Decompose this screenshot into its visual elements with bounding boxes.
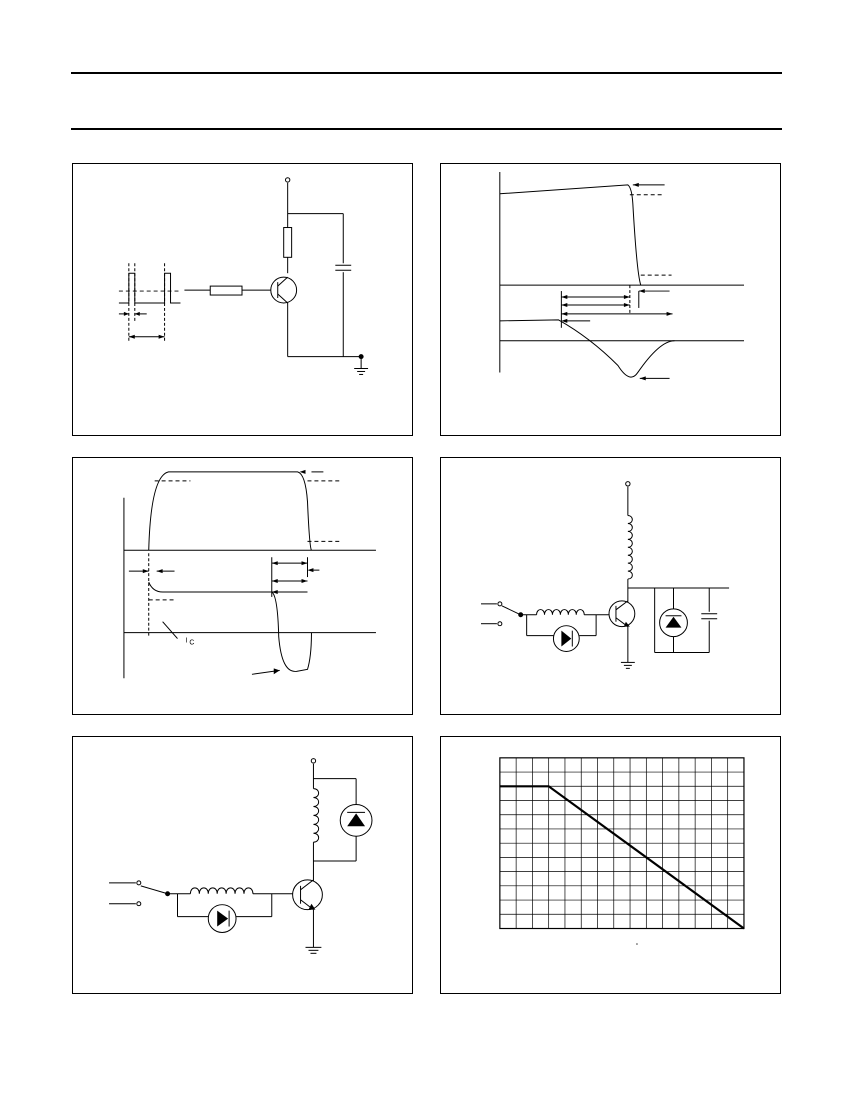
figure-freewheel-circuit [72,736,413,994]
figure-derating-chart: ° [440,736,781,994]
figure-current-waveforms: I C [72,457,413,715]
annotation-ic-sub: C [189,640,194,647]
chart-series-line-0 [499,785,745,930]
chart-frame [499,757,745,930]
chart-degree-mark: ° [636,943,639,949]
current-waveform-plot: I C [123,469,376,679]
derating-chart: ° [499,757,745,949]
freewheel-schematic [109,758,373,954]
chart-grid [499,757,744,929]
figure-test-circuit [72,163,413,436]
header-bottom-rule [71,128,782,130]
figure-switching-waveforms [440,163,781,436]
inductive-load-schematic [481,481,730,669]
figure-inductive-load-circuit [440,457,781,715]
header-top-rule [71,72,782,74]
chart-series [499,785,745,930]
test-circuit-schematic [118,177,369,375]
switching-waveform-plot [499,171,745,381]
annotation-ic: I [185,638,187,645]
